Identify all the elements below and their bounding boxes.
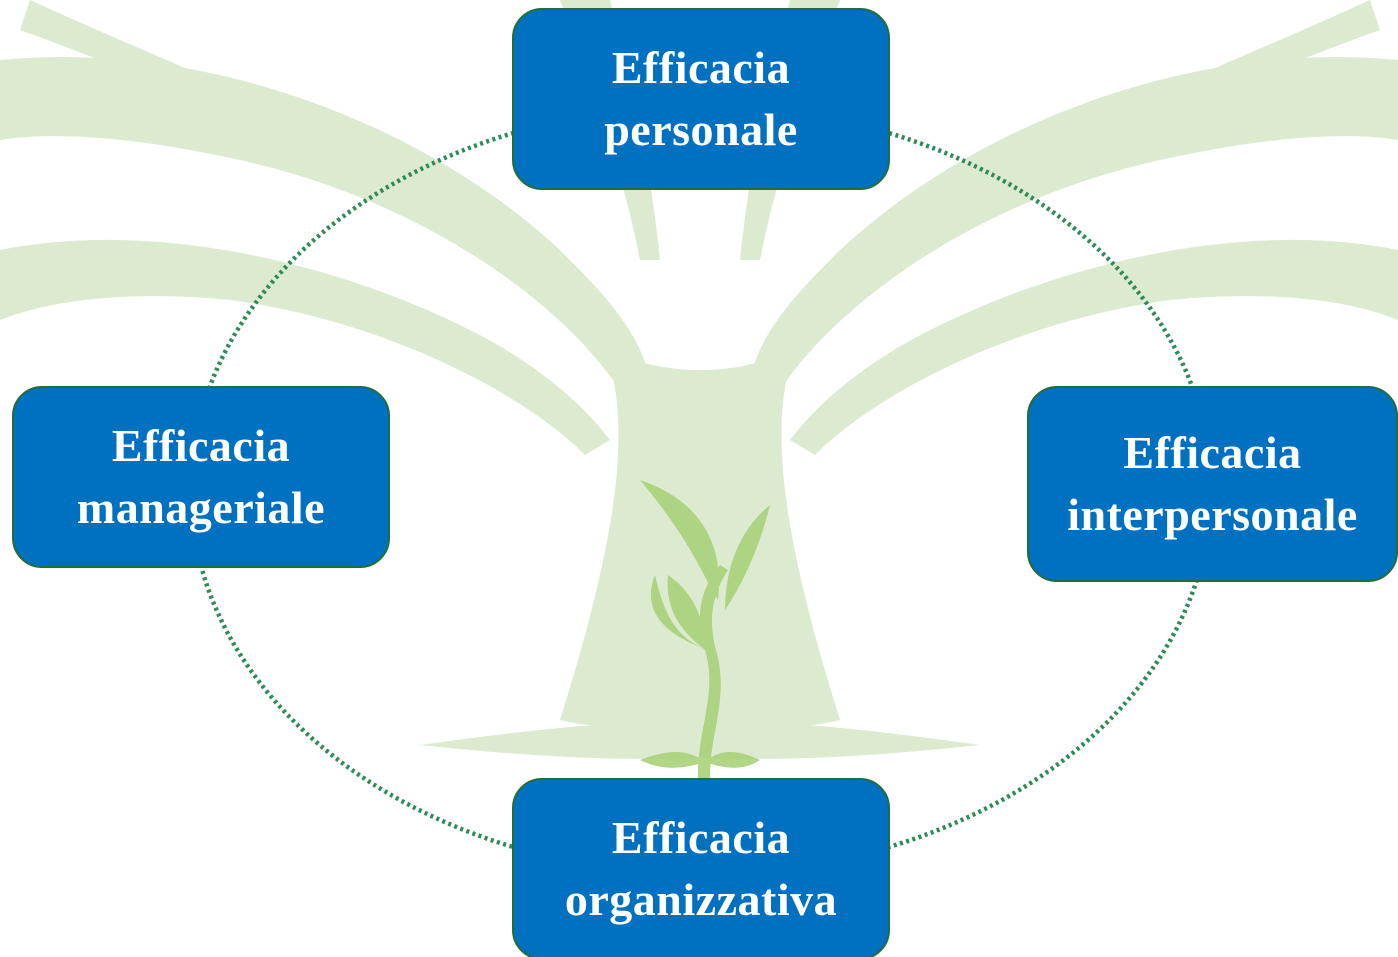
node-line-1: Efficacia <box>611 42 791 93</box>
node-line-2: manageriale <box>76 482 326 533</box>
node-efficacia-organizzativa: Efficacia organizzativa <box>512 778 890 957</box>
node-line-2: interpersonale <box>1067 489 1358 540</box>
node-efficacia-interpersonale: Efficacia interpersonale <box>1027 386 1398 582</box>
node-efficacia-personale: Efficacia personale <box>512 8 890 190</box>
node-line-2: organizzativa <box>564 874 838 925</box>
node-efficacia-manageriale: Efficacia manageriale <box>12 386 390 568</box>
node-line-2: personale <box>604 104 798 155</box>
node-line-1: Efficacia <box>111 420 291 471</box>
node-line-1: Efficacia <box>1123 427 1302 478</box>
node-line-1: Efficacia <box>611 812 791 863</box>
